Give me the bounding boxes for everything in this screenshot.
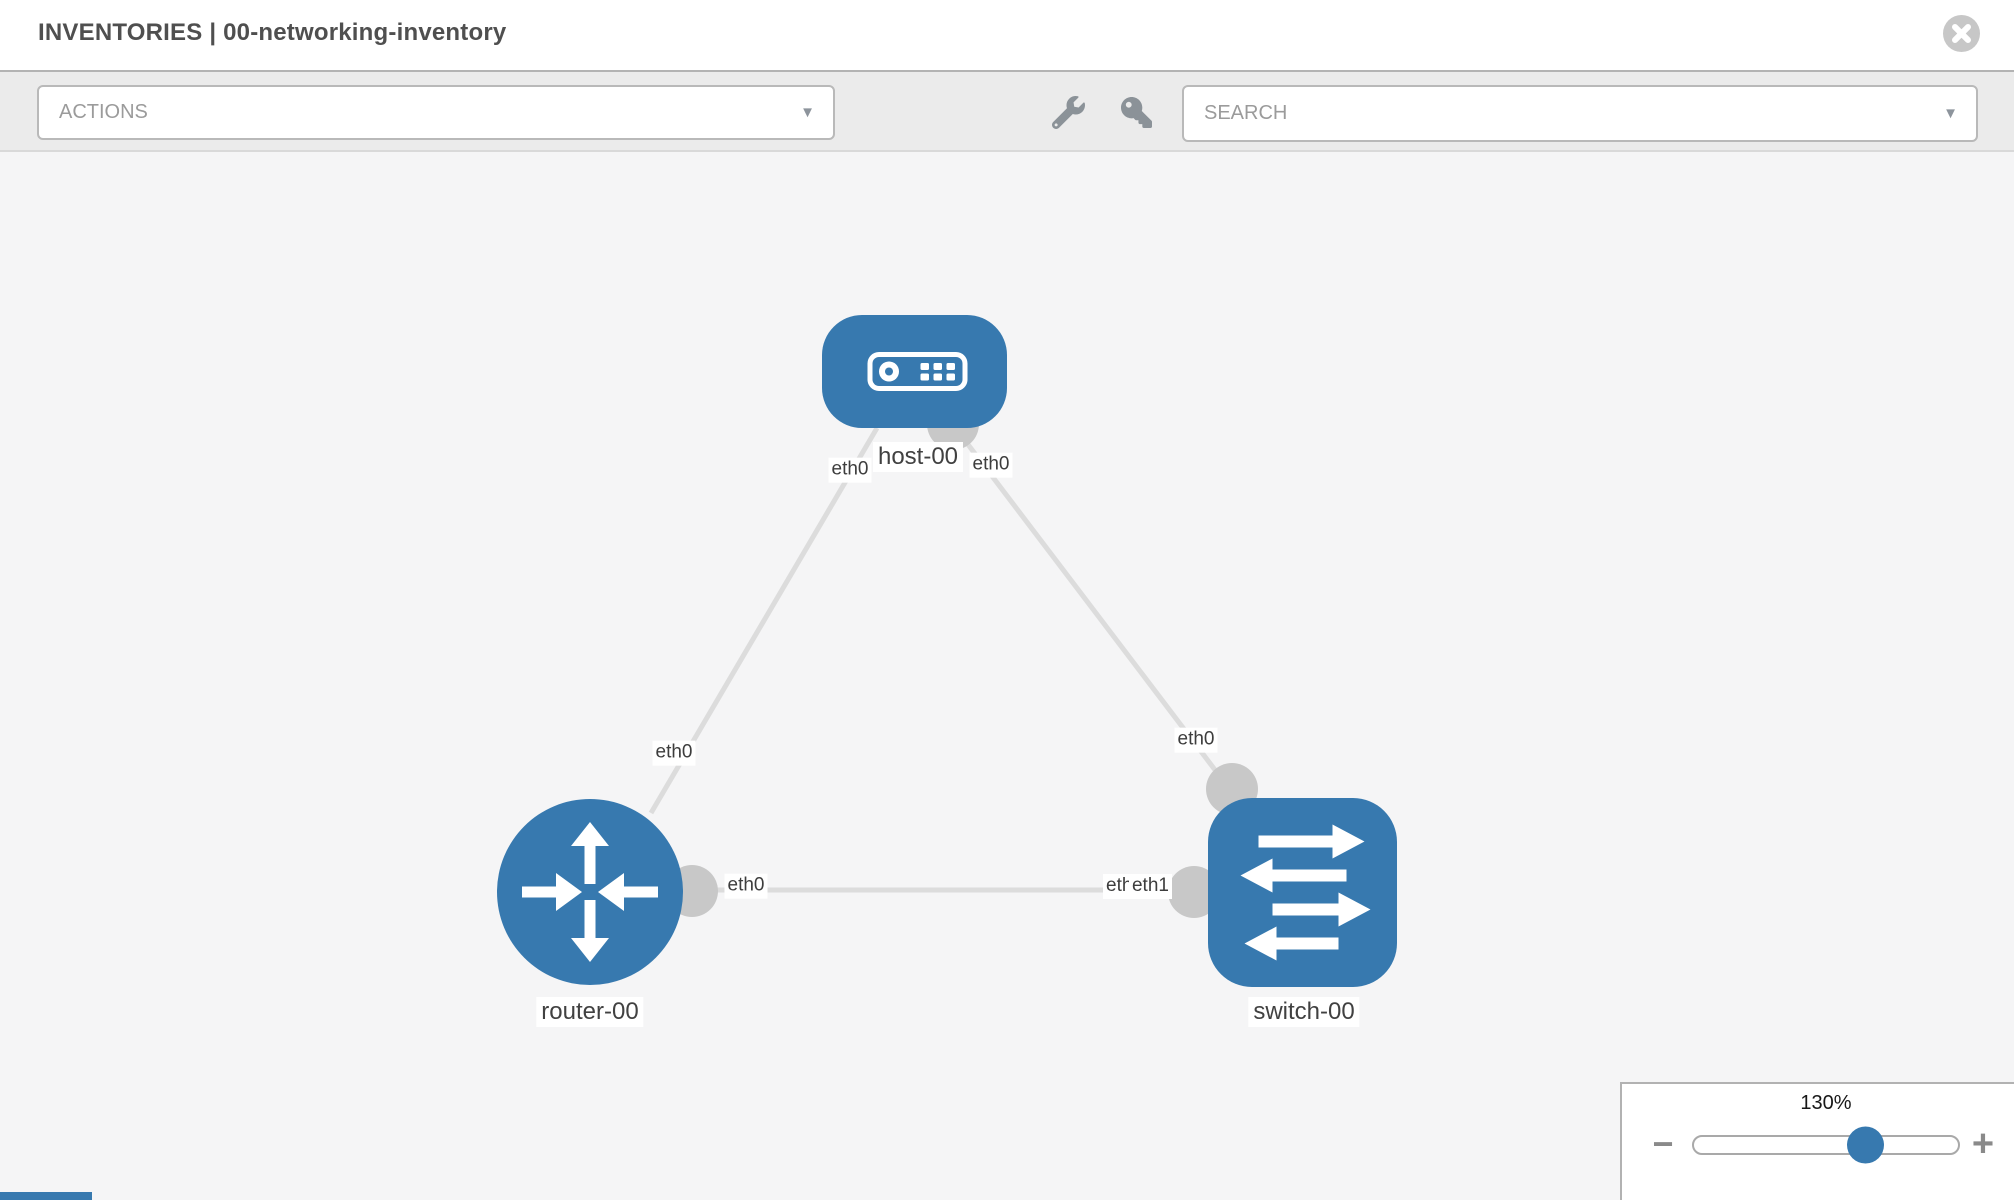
zoom-control-panel: 130% − +	[1620, 1082, 2014, 1200]
search-dropdown-label: SEARCH	[1204, 102, 1288, 124]
toolbar: ACTIONS ▼ SEARCH ▼	[0, 72, 2014, 152]
page-title: INVENTORIES | 00-networking-inventory	[38, 19, 507, 46]
host-icon	[867, 352, 968, 391]
node-switch-00[interactable]	[1208, 798, 1397, 987]
actions-dropdown[interactable]: ACTIONS ▼	[37, 85, 835, 140]
zoom-in-button[interactable]: +	[1971, 1122, 1995, 1165]
node-host-00[interactable]	[822, 315, 1007, 428]
zoom-percent-value: 130%	[1800, 1092, 1852, 1114]
tools-button[interactable]	[1044, 88, 1092, 136]
wrench-icon	[1051, 95, 1085, 129]
actions-dropdown-label: ACTIONS	[59, 101, 148, 123]
header-bar: INVENTORIES | 00-networking-inventory	[0, 0, 2014, 72]
link-lines[interactable]	[648, 426, 1233, 893]
zoom-slider-knob[interactable]	[1847, 1126, 1884, 1164]
chevron-down-icon: ▼	[1943, 105, 1958, 122]
link-host-router	[648, 426, 880, 815]
switch-icon	[1240, 824, 1371, 961]
zoom-out-button[interactable]: −	[1652, 1123, 1674, 1164]
zoom-slider-track[interactable]	[1692, 1126, 1960, 1164]
router-icon	[522, 822, 658, 962]
search-dropdown[interactable]: SEARCH ▼	[1182, 85, 1978, 142]
link-host-switch	[955, 428, 1233, 793]
credentials-button[interactable]	[1112, 88, 1160, 136]
interface-dot	[1168, 866, 1220, 918]
node-router-00[interactable]	[497, 799, 683, 985]
interface-dots	[666, 398, 1258, 918]
footer-edge-bar	[0, 1192, 92, 1200]
chevron-down-icon: ▼	[800, 104, 815, 121]
close-button[interactable]	[1943, 15, 1980, 52]
close-icon	[1952, 24, 1971, 43]
key-icon	[1120, 96, 1152, 128]
